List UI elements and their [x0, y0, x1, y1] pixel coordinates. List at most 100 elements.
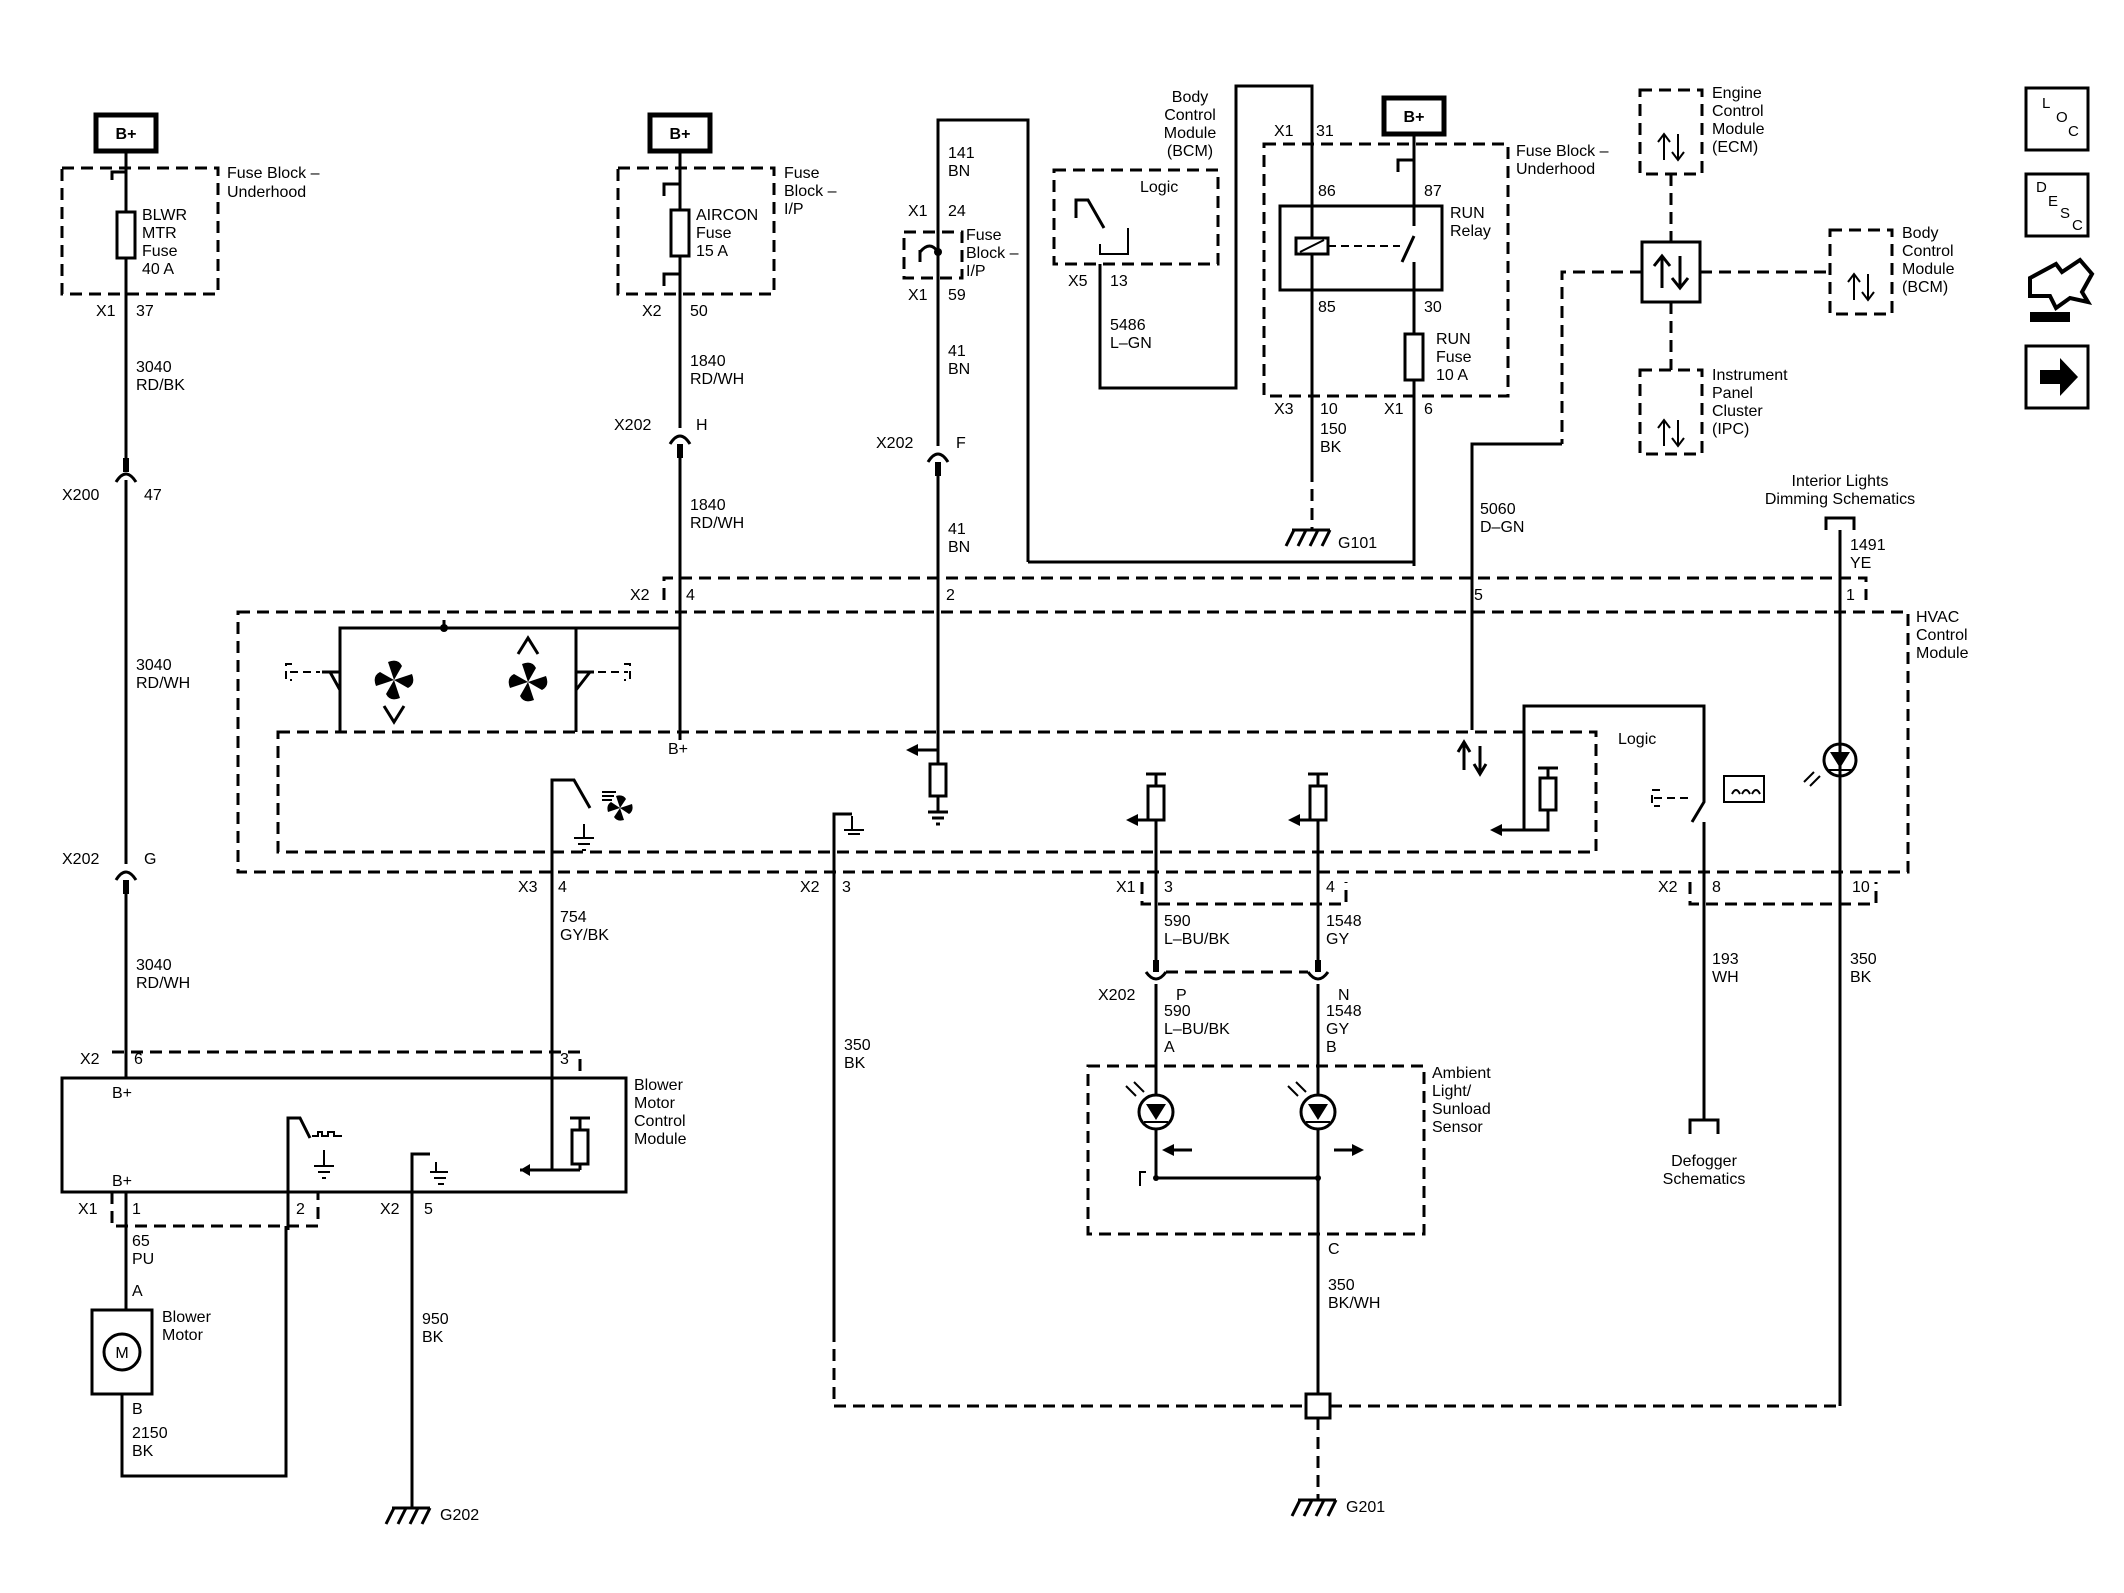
svg-text:Cluster: Cluster	[1712, 403, 1763, 420]
svg-text:(ECM): (ECM)	[1712, 139, 1758, 156]
svg-text:Motor: Motor	[634, 1095, 676, 1112]
svg-text:B+: B+	[112, 1085, 132, 1102]
svg-text:193: 193	[1712, 951, 1739, 968]
svg-text:4: 4	[558, 879, 567, 896]
svg-text:B+: B+	[112, 1173, 132, 1190]
svg-text:1491: 1491	[1850, 537, 1886, 554]
svg-text:B+: B+	[668, 741, 688, 758]
svg-text:590: 590	[1164, 913, 1191, 930]
svg-text:C: C	[1328, 1241, 1340, 1258]
svg-text:350: 350	[1328, 1277, 1355, 1294]
svg-text:590: 590	[1164, 1003, 1191, 1020]
ipc-box	[1638, 368, 1704, 456]
bcm-logic-box	[1052, 168, 1220, 266]
svg-text:Logic: Logic	[1618, 731, 1656, 748]
location-view-button[interactable]: L O C	[2024, 86, 2090, 152]
svg-text:Module: Module	[1916, 645, 1969, 662]
svg-text:X202: X202	[614, 417, 651, 434]
svg-text:5060: 5060	[1480, 501, 1516, 518]
svg-text:G202: G202	[440, 1507, 479, 1524]
svg-text:Fuse: Fuse	[1436, 349, 1472, 366]
svg-text:X1: X1	[908, 287, 928, 304]
ground-splice	[1304, 1392, 1332, 1420]
svg-text:X3: X3	[1274, 401, 1294, 418]
svg-text:X2: X2	[800, 879, 820, 896]
fuse-block-underhood-2-box	[1262, 142, 1510, 398]
svg-text:C: C	[2068, 123, 2079, 140]
svg-text:BK: BK	[1850, 969, 1872, 986]
fan-up-icon	[508, 635, 548, 702]
svg-text:B+: B+	[1404, 109, 1425, 126]
svg-text:Light/: Light/	[1432, 1083, 1472, 1100]
svg-text:13: 13	[1110, 273, 1128, 290]
svg-text:1840: 1840	[690, 353, 726, 370]
bplus-source-3: B+	[1381, 95, 1447, 137]
svg-text:3: 3	[560, 1051, 569, 1068]
svg-text:6: 6	[134, 1051, 143, 1068]
svg-text:RD/BK: RD/BK	[136, 377, 185, 394]
svg-text:3040: 3040	[136, 359, 172, 376]
svg-text:86: 86	[1318, 183, 1336, 200]
svg-text:37: 37	[136, 303, 154, 320]
run-relay	[1278, 204, 1444, 292]
svg-text:Sensor: Sensor	[1432, 1119, 1483, 1136]
svg-text:Interior Lights: Interior Lights	[1792, 473, 1889, 490]
blower-motor-control-module	[60, 1076, 628, 1194]
svg-text:1: 1	[1846, 587, 1855, 604]
svg-text:Module: Module	[1712, 121, 1765, 138]
svg-text:3040: 3040	[136, 657, 172, 674]
svg-text:350: 350	[844, 1037, 871, 1054]
svg-text:50: 50	[690, 303, 708, 320]
svg-text:41: 41	[948, 343, 966, 360]
svg-text:3040: 3040	[136, 957, 172, 974]
svg-text:X2: X2	[642, 303, 662, 320]
svg-text:6: 6	[1424, 401, 1433, 418]
svg-text:5486: 5486	[1110, 317, 1146, 334]
svg-text:47: 47	[144, 487, 162, 504]
svg-text:Control: Control	[1902, 243, 1954, 260]
svg-text:4: 4	[686, 587, 695, 604]
svg-text:65: 65	[132, 1233, 150, 1250]
run-fuse	[1403, 332, 1425, 382]
svg-text:B+: B+	[670, 126, 691, 143]
svg-text:X202: X202	[62, 851, 99, 868]
svg-text:87: 87	[1424, 183, 1442, 200]
svg-text:Fuse: Fuse	[784, 165, 820, 182]
blwr-mtr-fuse	[115, 210, 137, 260]
svg-text:MTR: MTR	[142, 225, 177, 242]
svg-text:BK: BK	[844, 1055, 866, 1072]
svg-text:BK/WH: BK/WH	[1328, 1295, 1380, 1312]
svg-text:I/P: I/P	[966, 263, 986, 280]
svg-text:30: 30	[1424, 299, 1442, 316]
svg-text:5: 5	[1474, 587, 1483, 604]
svg-text:Fuse: Fuse	[966, 227, 1002, 244]
svg-text:X202: X202	[876, 435, 913, 452]
svg-text:Schematics: Schematics	[1663, 1171, 1746, 1188]
svg-text:PU: PU	[132, 1251, 154, 1268]
svg-text:Block –: Block –	[966, 245, 1019, 262]
svg-text:A: A	[132, 1283, 143, 1300]
svg-text:M: M	[115, 1345, 128, 1362]
svg-text:BK: BK	[1320, 439, 1342, 456]
diagnostic-tools-icon[interactable]	[2028, 257, 2095, 322]
svg-text:15 A: 15 A	[696, 243, 728, 260]
svg-text:Engine: Engine	[1712, 85, 1762, 102]
svg-text:X1: X1	[1116, 879, 1136, 896]
svg-text:B: B	[132, 1401, 143, 1418]
svg-text:59: 59	[948, 287, 966, 304]
svg-text:L–BU/BK: L–BU/BK	[1164, 931, 1230, 948]
svg-text:N: N	[1338, 987, 1350, 1004]
ground-g202-icon	[384, 1506, 432, 1525]
fuse-block-underhood-box	[60, 166, 220, 296]
next-page-arrow-button[interactable]	[2024, 344, 2090, 410]
description-view-button[interactable]: D E S C	[2024, 172, 2090, 238]
serial-data-splice	[1640, 240, 1702, 304]
svg-text:31: 31	[1316, 123, 1334, 140]
svg-text:Block –: Block –	[784, 183, 837, 200]
svg-text:RD/WH: RD/WH	[136, 675, 190, 692]
svg-text:85: 85	[1318, 299, 1336, 316]
svg-text:X2: X2	[380, 1201, 400, 1218]
svg-text:H: H	[696, 417, 708, 434]
svg-text:X1: X1	[1274, 123, 1294, 140]
